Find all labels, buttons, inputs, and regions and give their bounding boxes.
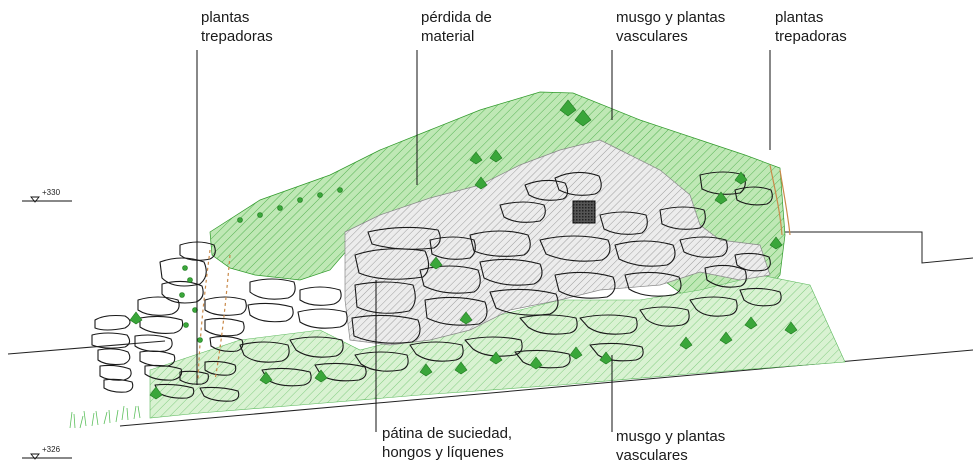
stones	[91, 171, 782, 402]
label-moss-top: musgo y plantas vasculares	[616, 9, 726, 45]
label-moss-bottom: musgo y plantas vasculares	[616, 428, 726, 464]
leader-lines	[196, 50, 771, 432]
patina-area	[344, 139, 771, 346]
level-upper: +330	[42, 188, 61, 197]
level-markers	[22, 196, 72, 460]
label-material-loss: pérdida de material	[421, 9, 492, 45]
label-climbing-plants-left: plantas trepadoras	[201, 9, 273, 45]
label-climbing-plants-right: plantas trepadoras	[775, 9, 847, 45]
grass	[69, 405, 141, 429]
climbing-plants	[197, 164, 791, 381]
label-patina: pátina de suciedad, hongos y líquenes	[382, 425, 513, 461]
material-loss-block	[572, 200, 596, 224]
level-lower: +326	[42, 445, 61, 454]
